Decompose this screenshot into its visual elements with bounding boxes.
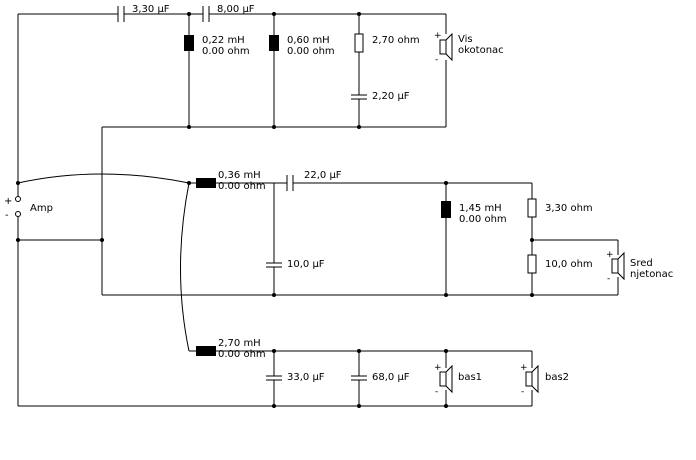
junction-dots (16, 12, 534, 408)
bass-wires (180, 182, 533, 406)
midrange-wires (17, 173, 619, 296)
tweeter-speaker-label-2: okotonac (458, 45, 504, 56)
svg-text:-: - (607, 274, 610, 284)
capacitor-symbol (117, 6, 125, 22)
amp-terminal-plus (15, 196, 21, 202)
svg-text:-: - (435, 55, 438, 65)
speaker-icon: + - (434, 363, 453, 397)
mid-c1-label: 22,0 µF (304, 170, 342, 181)
capacitor-symbol (266, 375, 282, 381)
svg-text:-: - (521, 387, 524, 397)
svg-text:+: + (520, 363, 528, 373)
mid-r2-label: 10,0 ohm (545, 259, 593, 270)
resistor-symbol (527, 198, 537, 218)
resistor-symbol (527, 254, 537, 274)
amp-label: Amp (30, 203, 53, 214)
svg-text:+: + (434, 363, 442, 373)
resistor-symbol (354, 33, 364, 53)
svg-text:-: - (435, 387, 438, 397)
tweeter-c2-label: 8,00 µF (217, 4, 255, 15)
tweeter-l2-value: 0,60 mH (287, 35, 330, 46)
speaker-icon: + - (606, 250, 625, 284)
bass-c2-label: 68,0 µF (372, 372, 410, 383)
mid-l2-value: 1,45 mH (459, 203, 502, 214)
inductor-symbol (269, 35, 279, 51)
tweeter-l1-res: 0.00 ohm (202, 46, 250, 57)
bass-speaker2-label: bas2 (545, 372, 570, 383)
speaker-icon: + - (434, 31, 453, 65)
mid-r1-label: 3,30 ohm (545, 203, 593, 214)
inductor-symbol (196, 346, 216, 356)
capacitor-symbol (286, 175, 294, 191)
mid-l1-value: 0,36 mH (218, 170, 261, 181)
tweeter-l1-value: 0,22 mH (202, 35, 245, 46)
mid-speaker-label-2: njetonac (630, 269, 674, 280)
bass-c1-label: 33,0 µF (287, 372, 325, 383)
capacitor-symbol (202, 6, 210, 22)
inductor-symbol (196, 178, 216, 188)
bass-l1-res: 0.00 ohm (218, 349, 266, 360)
amp-minus-label: - (5, 210, 9, 221)
tweeter-c1-label: 3,30 µF (132, 4, 170, 15)
tweeter-r1-label: 2,70 ohm (372, 35, 420, 46)
svg-text:+: + (606, 250, 614, 260)
capacitor-symbol (266, 262, 282, 268)
inductor-symbol (441, 201, 451, 218)
capacitor-symbol (351, 375, 367, 381)
tweeter-l2-res: 0.00 ohm (287, 46, 335, 57)
bass-l1-value: 2,70 mH (218, 338, 261, 349)
inductor-symbol (184, 35, 194, 51)
mid-l2-res: 0.00 ohm (459, 214, 507, 225)
speaker-icon: + - (520, 363, 539, 397)
amp-terminal-minus (15, 211, 21, 217)
mid-c2-label: 10,0 µF (287, 259, 325, 270)
svg-text:+: + (434, 31, 442, 41)
capacitor-symbol (351, 94, 367, 100)
mid-speaker-label-1: Sred (630, 258, 653, 269)
bass-speaker1-label: bas1 (458, 372, 483, 383)
amp-plus-label: + (4, 196, 13, 207)
mid-l1-res: 0.00 ohm (218, 181, 266, 192)
tweeter-speaker-label-1: Vis (458, 34, 473, 45)
tweeter-c3-label: 2,20 µF (372, 91, 410, 102)
